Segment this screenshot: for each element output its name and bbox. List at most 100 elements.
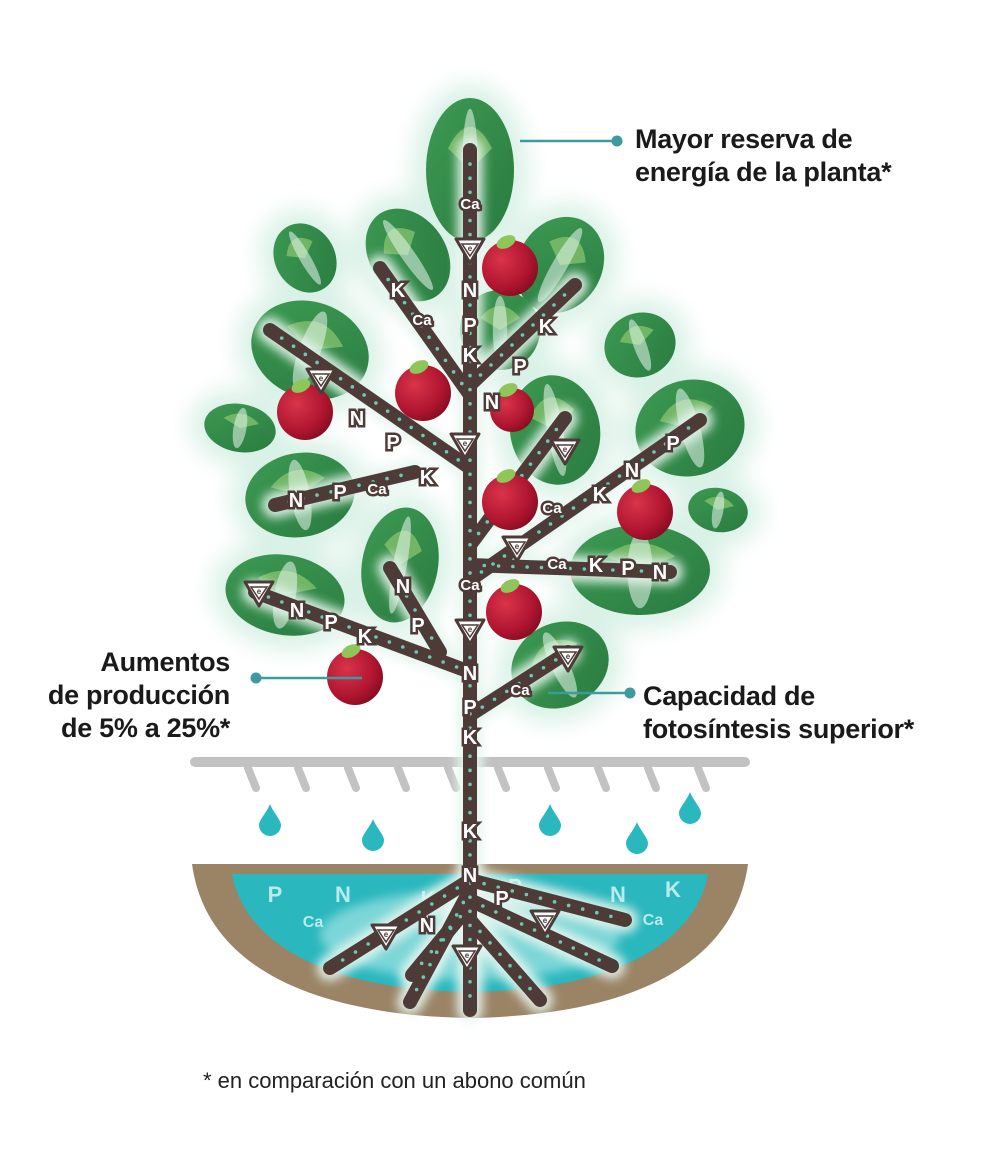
leaf bbox=[273, 223, 337, 293]
apple-icon bbox=[490, 383, 534, 432]
energy-badge-icon: e bbox=[370, 923, 402, 951]
callout-dot-production bbox=[250, 672, 262, 684]
water-drop-icon bbox=[679, 792, 701, 824]
svg-text:e: e bbox=[319, 374, 324, 383]
energy-badge-icon: e bbox=[451, 944, 483, 972]
energy-badge-icon: e bbox=[549, 438, 581, 466]
apple-icon bbox=[327, 644, 383, 705]
apple-icon bbox=[277, 379, 333, 440]
nutrient-label: N bbox=[485, 392, 499, 414]
callout-connectors bbox=[250, 135, 636, 699]
nutrient-label: K bbox=[589, 555, 604, 577]
svg-text:e: e bbox=[543, 916, 548, 925]
leaf bbox=[604, 312, 676, 378]
callout-production: Aumentos de producción de 5% a 25%* bbox=[28, 646, 230, 745]
nutrient-label: N bbox=[289, 490, 303, 512]
svg-text:e: e bbox=[463, 439, 468, 448]
nutrient-label: P bbox=[463, 697, 476, 719]
branch bbox=[463, 913, 547, 1007]
nutrient-label: N bbox=[463, 663, 477, 685]
nutrient-label: N bbox=[290, 600, 304, 622]
nutrient-label: N bbox=[463, 280, 477, 302]
callout-dot-photosynthesis bbox=[624, 687, 636, 699]
soil-nutrient-letter: Ca bbox=[303, 914, 324, 931]
water-drops bbox=[259, 792, 701, 854]
nutrient-label: N bbox=[350, 408, 364, 430]
svg-text:e: e bbox=[465, 951, 470, 960]
nutrient-label: Ca bbox=[547, 556, 567, 573]
svg-text:e: e bbox=[384, 930, 389, 939]
soil-nutrient-letter: N bbox=[610, 882, 626, 907]
nutrient-label: Ca bbox=[542, 500, 562, 517]
nutrient-label: N bbox=[420, 915, 434, 937]
callout-dot-energy bbox=[611, 135, 623, 147]
energy-badge-icon: e bbox=[449, 432, 481, 460]
nutrient-label: P bbox=[411, 615, 424, 637]
nutrient-label: K bbox=[539, 316, 554, 338]
callout-energy-line2: energía de la planta* bbox=[635, 157, 892, 187]
svg-text:e: e bbox=[566, 652, 571, 661]
svg-text:e: e bbox=[468, 244, 473, 253]
branch bbox=[463, 873, 632, 927]
nutrient-label: P bbox=[463, 315, 476, 337]
svg-text:e: e bbox=[468, 625, 473, 634]
svg-text:e: e bbox=[563, 445, 568, 454]
nutrient-label: N bbox=[463, 865, 477, 887]
nutrient-label: K bbox=[593, 484, 608, 506]
callout-production-line1: Aumentos bbox=[100, 647, 230, 677]
callout-energy-line1: Mayor reserva de bbox=[635, 124, 853, 154]
nutrient-label: Ca bbox=[412, 312, 432, 329]
nutrient-label: P bbox=[333, 482, 346, 504]
apple-icon bbox=[617, 479, 673, 540]
callout-photosynthesis: Capacidad de fotosíntesis superior* bbox=[643, 680, 914, 746]
apple-icon bbox=[482, 469, 538, 530]
water-drop-icon bbox=[626, 822, 648, 854]
svg-text:e: e bbox=[257, 587, 262, 596]
soil-nutrient-letter: Ca bbox=[643, 912, 664, 929]
callout-energy: Mayor reserva de energía de la planta* bbox=[635, 123, 892, 189]
branch bbox=[263, 323, 477, 475]
nutrient-label: N bbox=[396, 576, 410, 598]
callout-production-line2: de producción bbox=[47, 680, 230, 710]
nutrient-label: Ca bbox=[367, 481, 387, 498]
nutrient-label: Ca bbox=[460, 577, 480, 594]
nutrient-label: P bbox=[324, 612, 337, 634]
nutrient-label: Ca bbox=[460, 196, 480, 213]
water-drop-icon bbox=[259, 804, 281, 836]
leaf bbox=[688, 487, 748, 533]
energy-badge-icon: e bbox=[501, 535, 533, 563]
branch bbox=[463, 893, 619, 973]
energy-badges: e e e e e e e e e e e bbox=[243, 237, 584, 972]
fruits bbox=[277, 235, 673, 705]
soil-nutrient-letter: K bbox=[665, 877, 681, 902]
energy-badge-icon: e bbox=[529, 909, 561, 937]
nutrient-label: P bbox=[666, 433, 679, 455]
water-drop-icon bbox=[539, 804, 561, 836]
soil-nutrient-letter: P bbox=[268, 882, 283, 907]
callout-photosynthesis-line2: fotosíntesis superior* bbox=[643, 714, 914, 744]
water-drop-icon bbox=[362, 819, 384, 851]
nutrient-label: N bbox=[653, 562, 667, 584]
energy-badge-icon: e bbox=[454, 237, 486, 265]
nutrient-label: K bbox=[463, 821, 478, 843]
nutrient-label: N bbox=[625, 460, 639, 482]
nutrient-label: K bbox=[463, 727, 478, 749]
apple-icon bbox=[486, 579, 542, 640]
footnote: * en comparación con un abono común bbox=[203, 1068, 586, 1093]
nutrient-label: P bbox=[513, 356, 526, 378]
callout-photosynthesis-line1: Capacidad de bbox=[643, 681, 815, 711]
apple-icon bbox=[395, 360, 451, 421]
nutrient-label: K bbox=[358, 626, 373, 648]
nutrient-label: K bbox=[391, 280, 406, 302]
callout-production-line3: de 5% a 25%* bbox=[61, 713, 230, 743]
branch bbox=[373, 261, 477, 402]
soil-nutrient-letter: N bbox=[335, 882, 351, 907]
nutrient-label: K bbox=[420, 467, 435, 489]
nutrient-label: P bbox=[621, 558, 634, 580]
energy-badge-icon: e bbox=[552, 645, 584, 673]
nutrient-label: K bbox=[463, 345, 478, 367]
svg-text:e: e bbox=[515, 542, 520, 551]
